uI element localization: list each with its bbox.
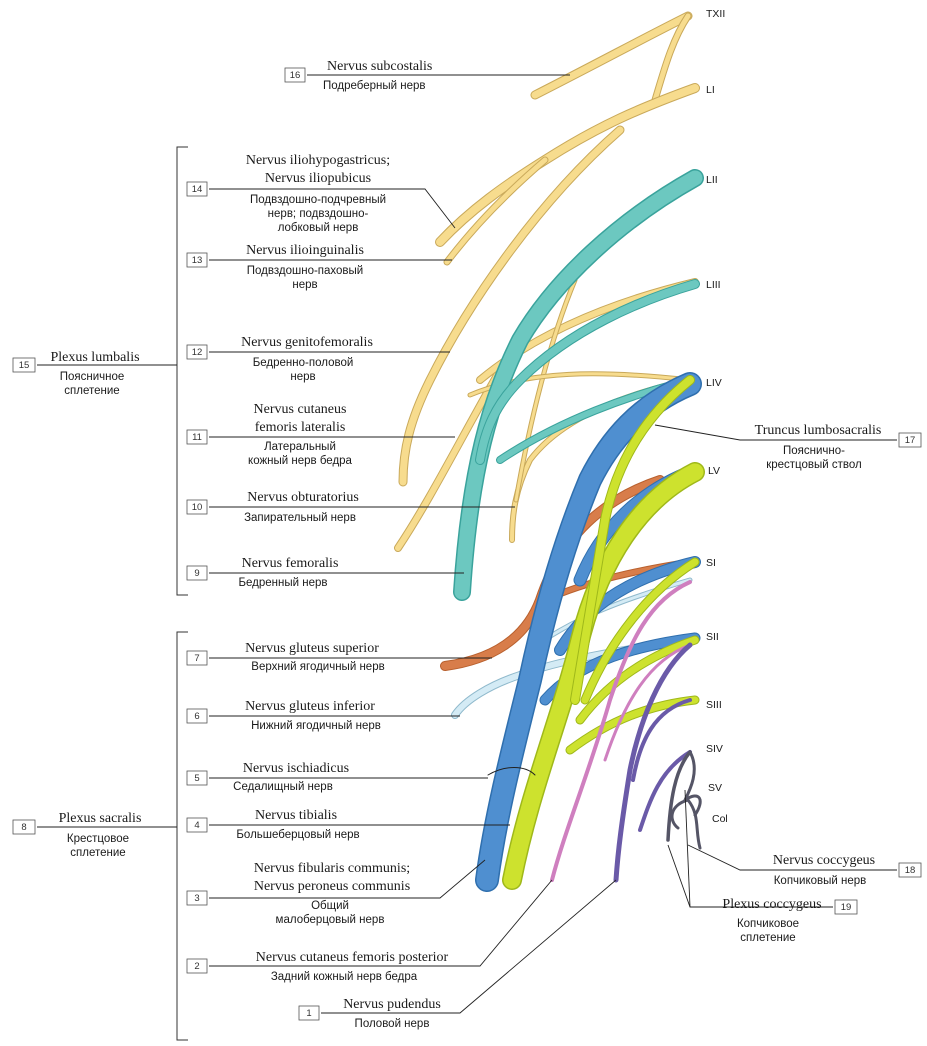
label-num-13: 13 [192,255,203,266]
label-ilioinguinalis-latin: Nervus ilioinguinalis [246,243,364,258]
segment-l5: LV [708,465,720,477]
label-genitofemoralis-latin: Nervus genitofemoralis [241,335,373,350]
label-num-7: 7 [194,653,199,664]
label-num-12: 12 [192,347,203,358]
label-plexus-coccygeus-latin: Plexus coccygeus [722,897,821,912]
label-num-11: 11 [192,432,202,443]
label-num-4: 4 [194,820,199,831]
segment-l2: LII [706,174,718,186]
label-cutaneus-lat-russian1: Латеральный [264,441,336,453]
label-cutaneus-lat-latin2: femoris lateralis [255,420,346,435]
label-num-14: 14 [192,184,203,195]
label-cutaneus-post-latin: Nervus cutaneus femoris posterior [256,950,449,965]
label-ischiadicus-russian: Седалищный нерв [233,781,333,793]
label-fibularis-latin2: Nervus peroneus communis [254,879,410,894]
nerve-cutaneus-femoris-posterior [550,580,692,882]
label-tibialis-latin: Nervus tibialis [255,808,337,823]
label-num-10: 10 [192,502,203,513]
label-gluteus-inf-latin: Nervus gluteus inferior [245,699,375,714]
label-num-2: 2 [194,961,199,972]
label-cutaneus-post-russian: Задний кожный нерв бедра [271,971,418,983]
nerve-illustration [394,11,705,892]
text-labels: Nervus subcostalis Подреберный нерв Nerv… [50,59,881,1030]
label-plexus-lumbalis-russian1: Поясничное [60,371,125,383]
label-num-16: 16 [290,70,301,81]
label-num-6: 6 [194,711,199,722]
label-gluteus-inf-russian: Нижний ягодичный нерв [251,720,381,732]
label-plexus-coccygeus-russian2: сплетение [740,932,795,944]
label-obturatorius-russian: Запирательный нерв [244,512,356,524]
nerve-pudendus [613,642,693,883]
label-femoralis-latin: Nervus femoralis [242,556,339,571]
label-num-9: 9 [194,568,199,579]
label-cutaneus-lat-russian2: кожный нерв бедра [248,455,353,467]
label-coccygeus-latin: Nervus coccygeus [773,853,875,868]
label-obturatorius-latin: Nervus obturatorius [247,490,359,505]
label-gluteus-sup-russian: Верхний ягодичный нерв [251,661,384,673]
segment-s2: SII [706,631,719,643]
label-genitofemoralis-russian1: Бедренно-половой [253,357,354,369]
segment-l1: LI [706,84,715,96]
label-truncus-russian2: крестцовый ствол [766,459,862,471]
label-truncus-latin: Truncus lumbosacralis [755,423,882,438]
segment-l3: LIII [706,279,721,291]
segment-s5: SV [708,782,722,794]
label-cutaneus-lat-latin1: Nervus cutaneus [254,402,347,417]
label-num-5: 5 [194,773,199,784]
label-plexus-lumbalis-latin: Plexus lumbalis [50,350,139,365]
label-num-3: 3 [194,893,199,904]
label-subcostalis-russian: Подреберный нерв [323,80,426,92]
segment-s1: SI [706,557,716,569]
segment-labels: TXII LI LII LIII LIV LV SI SII SIII SIV … [706,8,728,825]
segment-co: Col [712,813,728,825]
label-fibularis-russian2: малоберцовый нерв [276,914,385,926]
label-femoralis-russian: Бедренный нерв [238,577,327,589]
label-truncus-russian1: Пояснично- [783,445,845,457]
label-pudendus-latin: Nervus pudendus [343,997,441,1012]
label-num-8: 8 [21,822,26,833]
label-ischiadicus-latin: Nervus ischiadicus [243,761,349,776]
label-num-15: 15 [19,360,30,371]
label-iliohypogastricus-russian1: Подвздошно-подчревный [250,194,386,206]
label-ilioinguinalis-russian1: Подвздошно-паховый [247,265,363,277]
segment-s3: SIII [706,699,722,711]
label-fibularis-russian1: Общий [311,900,349,912]
number-boxes: 16 14 13 12 11 10 9 15 7 6 5 4 3 2 1 8 1… [12,67,922,1021]
nerve-tibialis [502,375,705,890]
leader-lines [209,74,897,1014]
label-num-19: 19 [841,902,852,913]
label-gluteus-sup-latin: Nervus gluteus superior [245,641,379,656]
bracket-plexus-lumbalis [176,146,188,596]
label-num-17: 17 [905,435,916,446]
label-num-1: 1 [306,1008,311,1019]
label-plexus-coccygeus-russian1: Копчиковое [737,918,799,930]
segment-l4: LIV [706,377,722,389]
label-coccygeus-russian: Копчиковый нерв [774,875,867,887]
label-subcostalis-latin: Nervus subcostalis [327,59,432,74]
nerve-subcostalis [530,11,693,104]
segment-t12: TXII [706,8,725,20]
bracket-plexus-sacralis [176,631,188,1041]
label-fibularis-latin1: Nervus fibularis communis; [254,861,410,876]
label-iliohypogastricus-latin2: Nervus iliopubicus [265,171,371,186]
label-iliohypogastricus-russian3: лобковый нерв [278,222,359,234]
label-plexus-sacralis-russian2: сплетение [70,847,125,859]
label-plexus-lumbalis-russian2: сплетение [64,385,119,397]
label-plexus-sacralis-russian1: Крестцовое [67,833,129,845]
label-ilioinguinalis-russian2: нерв [292,279,317,291]
label-num-18: 18 [905,865,916,876]
label-iliohypogastricus-russian2: нерв; подвздошно- [268,208,369,220]
label-plexus-sacralis-latin: Plexus sacralis [59,811,142,826]
segment-s4: SIV [706,743,723,755]
label-tibialis-russian: Большеберцовый нерв [236,829,359,841]
label-genitofemoralis-russian2: нерв [290,371,315,383]
label-pudendus-russian: Половой нерв [355,1018,430,1030]
label-iliohypogastricus-latin1: Nervus iliohypogastricus; [246,153,390,168]
